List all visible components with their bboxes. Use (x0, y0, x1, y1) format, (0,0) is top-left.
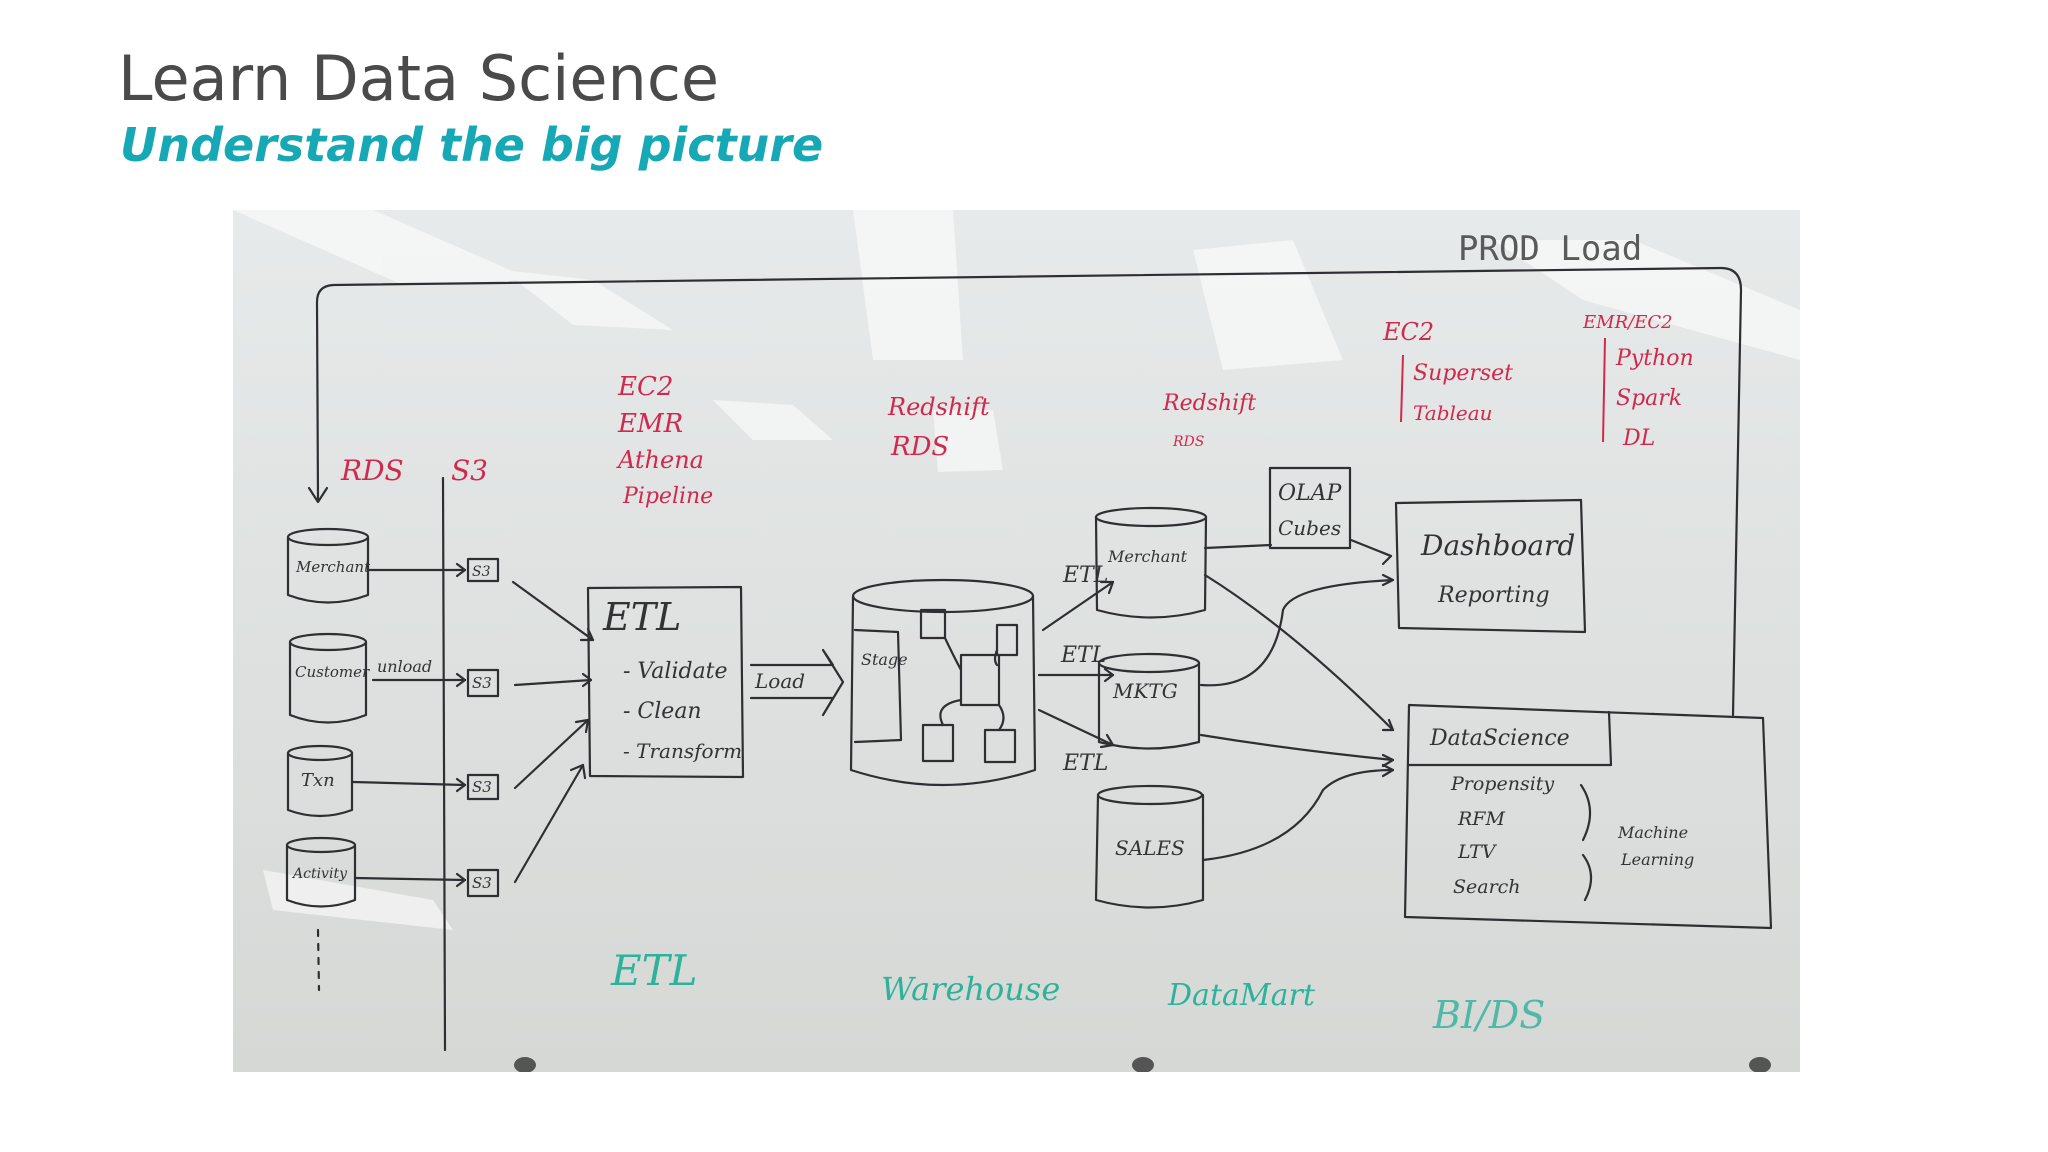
svg-text:Load: Load (754, 669, 805, 693)
svg-text:Machine: Machine (1617, 823, 1688, 842)
svg-text:Txn: Txn (301, 770, 335, 791)
svg-text:Merchant: Merchant (1107, 547, 1188, 566)
source-to-s3-arrows (351, 562, 467, 888)
svg-text:Customer: Customer (295, 663, 370, 681)
svg-text:S3: S3 (472, 778, 492, 796)
svg-text:OLAP: OLAP (1278, 481, 1343, 506)
etl-box: ETL - Validate - Clean - Transform (586, 585, 745, 779)
svg-text:Pipeline: Pipeline (622, 484, 713, 509)
stage-labels: ETL Warehouse DataMart BI/DS (610, 946, 1545, 1037)
whiteboard-photo: PROD Load RDS S3 Merchant Customer Txn (233, 210, 1800, 1072)
source-activity: Activity (285, 836, 357, 908)
svg-text:BI/DS: BI/DS (1432, 993, 1545, 1037)
warehouse-cylinder: Stage (849, 578, 1037, 787)
svg-text:Dashboard: Dashboard (1420, 529, 1575, 562)
whiteboard-diagram: PROD Load RDS S3 Merchant Customer Txn (233, 210, 1800, 1072)
ds-tools: EMR/EC2 Python Spark DL (1582, 312, 1694, 451)
source-merchant: Merchant (286, 527, 371, 604)
source-cylinders: Merchant Customer Txn Activity (285, 527, 371, 992)
datamart-sales: SALES (1094, 784, 1205, 909)
svg-text:Propensity: Propensity (1450, 773, 1554, 795)
unload-label: unload (377, 657, 432, 676)
prod-load-loop: PROD Load (307, 229, 1743, 717)
svg-text:S3: S3 (472, 874, 492, 892)
svg-text:Activity: Activity (291, 866, 348, 882)
svg-text:LTV: LTV (1457, 841, 1498, 863)
svg-text:Warehouse: Warehouse (881, 970, 1060, 1008)
svg-text:Search: Search (1453, 876, 1521, 898)
svg-text:MKTG: MKTG (1112, 679, 1178, 703)
board-screws (514, 1057, 1771, 1072)
s3-divider (441, 476, 447, 1052)
datamart-merchant: Merchant (1094, 506, 1208, 619)
svg-text:Reporting: Reporting (1437, 583, 1550, 608)
svg-text:Merchant: Merchant (295, 558, 371, 576)
prod-load-label: PROD Load (1458, 229, 1642, 269)
svg-text:Superset: Superset (1413, 361, 1513, 386)
datamart-cylinders: Merchant MKTG SALES (1094, 506, 1208, 909)
svg-text:Redshift: Redshift (1162, 391, 1256, 416)
svg-text:Tableau: Tableau (1413, 401, 1493, 425)
slide-subtitle: Understand the big picture (120, 118, 824, 172)
datamart-tools: Redshift RDS (1162, 391, 1256, 450)
bi-tools: EC2 Superset Tableau (1382, 318, 1513, 425)
svg-text:DL: DL (1622, 426, 1655, 451)
svg-text:DataMart: DataMart (1167, 978, 1316, 1013)
svg-text:RDS: RDS (890, 432, 949, 462)
svg-text:EMR: EMR (617, 409, 683, 439)
svg-text:S3: S3 (472, 564, 491, 580)
svg-text:Cubes: Cubes (1278, 516, 1341, 540)
svg-text:SALES: SALES (1115, 836, 1185, 860)
datascience-box: DataScience Propensity RFM LTV Search Ma… (1403, 703, 1773, 930)
svg-text:Learning: Learning (1620, 850, 1694, 869)
svg-text:- Transform: - Transform (623, 739, 742, 763)
dashboard-box: Dashboard Reporting (1394, 498, 1587, 634)
svg-text:EMR/EC2: EMR/EC2 (1582, 312, 1673, 333)
svg-text:Athena: Athena (616, 446, 704, 474)
svg-text:RDS: RDS (1172, 434, 1204, 450)
s3-boxes: S3 S3 S3 S3 (466, 557, 500, 898)
svg-text:ETL: ETL (610, 946, 698, 995)
svg-text:- Validate: - Validate (623, 659, 728, 684)
svg-text:RFM: RFM (1457, 808, 1505, 830)
svg-text:- Clean: - Clean (623, 699, 702, 724)
svg-text:EC2: EC2 (1382, 318, 1434, 346)
datamart-mktg: MKTG (1097, 652, 1201, 750)
etl-tools: EC2 EMR Athena Pipeline (616, 372, 713, 509)
svg-text:Redshift: Redshift (887, 393, 990, 421)
source-txn: Txn (286, 744, 354, 818)
warehouse-tools: Redshift RDS (887, 393, 990, 462)
svg-text:S3: S3 (472, 674, 492, 692)
svg-text:Spark: Spark (1616, 386, 1682, 411)
load-arrow: Load (749, 648, 845, 717)
svg-text:Python: Python (1615, 346, 1694, 371)
svg-text:DataScience: DataScience (1429, 726, 1570, 751)
svg-text:ETL: ETL (602, 595, 681, 639)
svg-text:ETL: ETL (1062, 563, 1108, 588)
source-customer: Customer (288, 632, 370, 724)
olap-cubes: OLAP Cubes (1268, 466, 1352, 550)
rds-header: RDS (340, 454, 404, 487)
warehouse-to-datamart-arrows: ETL ETL ETL (1037, 563, 1115, 776)
svg-text:EC2: EC2 (617, 372, 673, 402)
datamart-connectors (1199, 538, 1395, 862)
svg-text:ETL: ETL (1062, 751, 1108, 776)
slide-title: Learn Data Science (118, 42, 720, 115)
svg-text:Stage: Stage (861, 650, 908, 669)
s3-to-etl-arrows (511, 580, 595, 884)
s3-header: S3 (451, 454, 488, 487)
